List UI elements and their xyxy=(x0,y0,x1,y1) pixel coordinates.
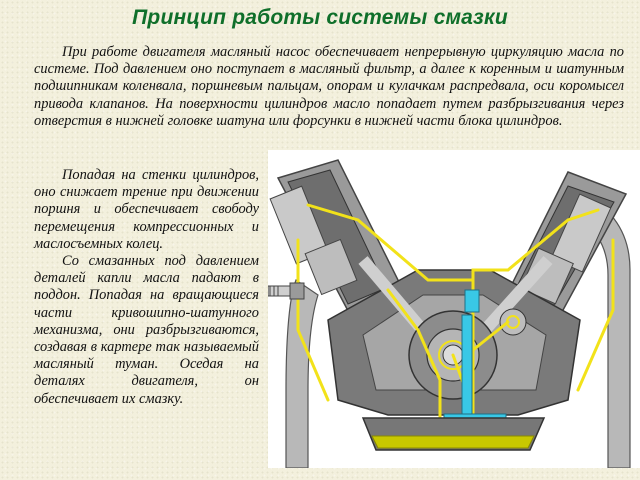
camshaft-oil-ring xyxy=(506,315,520,329)
oil-filter xyxy=(464,289,480,313)
column-paragraph-2: Со смазанных под давлением деталей капли… xyxy=(34,253,259,407)
column-paragraph-1: Попадая на стенки цилиндров, оно снижает… xyxy=(34,167,259,252)
oil-pressure-sensor xyxy=(268,282,305,300)
intro-paragraph: При работе двигателя масляный насос обес… xyxy=(34,44,624,129)
oil-in-pan xyxy=(371,435,535,449)
oil-passages xyxy=(296,203,615,442)
left-manifold-tube xyxy=(285,279,319,468)
right-cylinder-bank xyxy=(498,171,628,336)
text-column: Попадая на стенки цилиндров, оно снижает… xyxy=(34,167,259,408)
page-title: Принцип работы системы смазки xyxy=(132,6,508,29)
engine-diagram xyxy=(268,150,640,468)
engine-diagram-svg xyxy=(268,150,640,468)
camshaft xyxy=(499,308,527,336)
